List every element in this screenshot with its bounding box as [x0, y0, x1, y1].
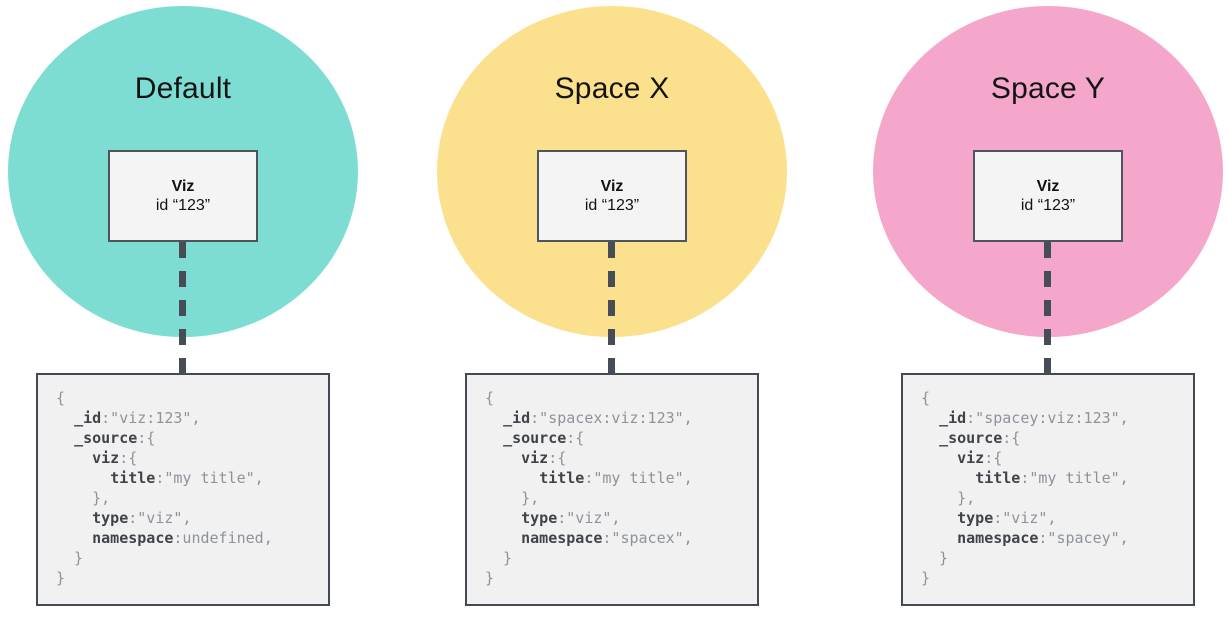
space-label: Space X: [554, 72, 670, 105]
document-code-box: { _id:"spacex:viz:123", _source:{ viz:{ …: [465, 373, 759, 606]
viz-node: Viz id “123”: [537, 150, 687, 242]
document-code-box: { _id:"spacey:viz:123", _source:{ viz:{ …: [901, 373, 1195, 606]
viz-node-title: Viz: [1036, 177, 1060, 195]
document-json-code: { _id:"viz:123", _source:{ viz:{ title:"…: [56, 389, 273, 587]
connector-dashed-line: [1044, 242, 1051, 382]
space-panel: Space X Viz id “123” { _id:"spacex:viz:1…: [437, 6, 787, 618]
viz-node: Viz id “123”: [108, 150, 258, 242]
connector-dashed-line: [179, 242, 186, 382]
space-panel: Default Viz id “123” { _id:"viz:123", _s…: [8, 6, 358, 618]
connector-dashed-line: [608, 242, 615, 382]
viz-node-id: id “123”: [584, 196, 640, 214]
space-panel: Space Y Viz id “123” { _id:"spacey:viz:1…: [873, 6, 1223, 618]
viz-node: Viz id “123”: [973, 150, 1123, 242]
document-code-box: { _id:"viz:123", _source:{ viz:{ title:"…: [36, 373, 330, 606]
document-json-code: { _id:"spacey:viz:123", _source:{ viz:{ …: [921, 389, 1129, 587]
viz-node-title: Viz: [171, 177, 195, 195]
space-label: Space Y: [990, 72, 1106, 105]
viz-node-title: Viz: [600, 177, 624, 195]
viz-node-id: id “123”: [155, 196, 211, 214]
document-json-code: { _id:"spacex:viz:123", _source:{ viz:{ …: [485, 389, 693, 587]
viz-node-id: id “123”: [1020, 196, 1076, 214]
space-label: Default: [134, 72, 232, 105]
